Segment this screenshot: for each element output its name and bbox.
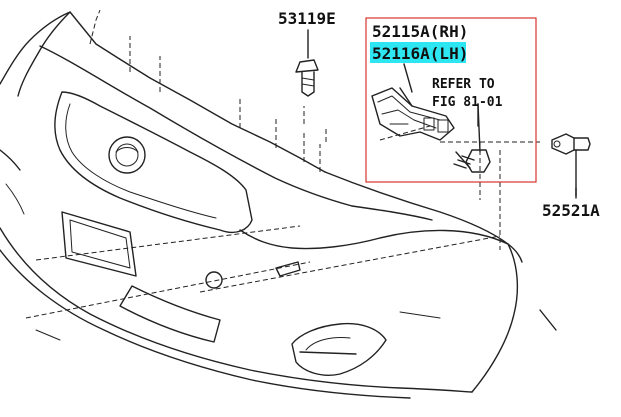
label-53119e: 53119E — [278, 9, 336, 28]
highlight-52116a — [370, 42, 466, 63]
bolt-part — [453, 103, 491, 173]
label-52116a-lh: 52116A(LH) — [372, 44, 468, 63]
clip-part — [551, 133, 591, 197]
label-52521a: 52521A — [542, 201, 600, 220]
screw-part — [295, 29, 319, 97]
bumper-cover — [0, 9, 557, 399]
bracket-part — [371, 87, 455, 141]
label-fig-81-01: FIG 81-01 — [432, 95, 503, 110]
label-refer-to: REFER TO — [432, 77, 495, 92]
callout-box — [365, 17, 537, 183]
label-52115a-rh: 52115A(RH) — [372, 22, 468, 41]
